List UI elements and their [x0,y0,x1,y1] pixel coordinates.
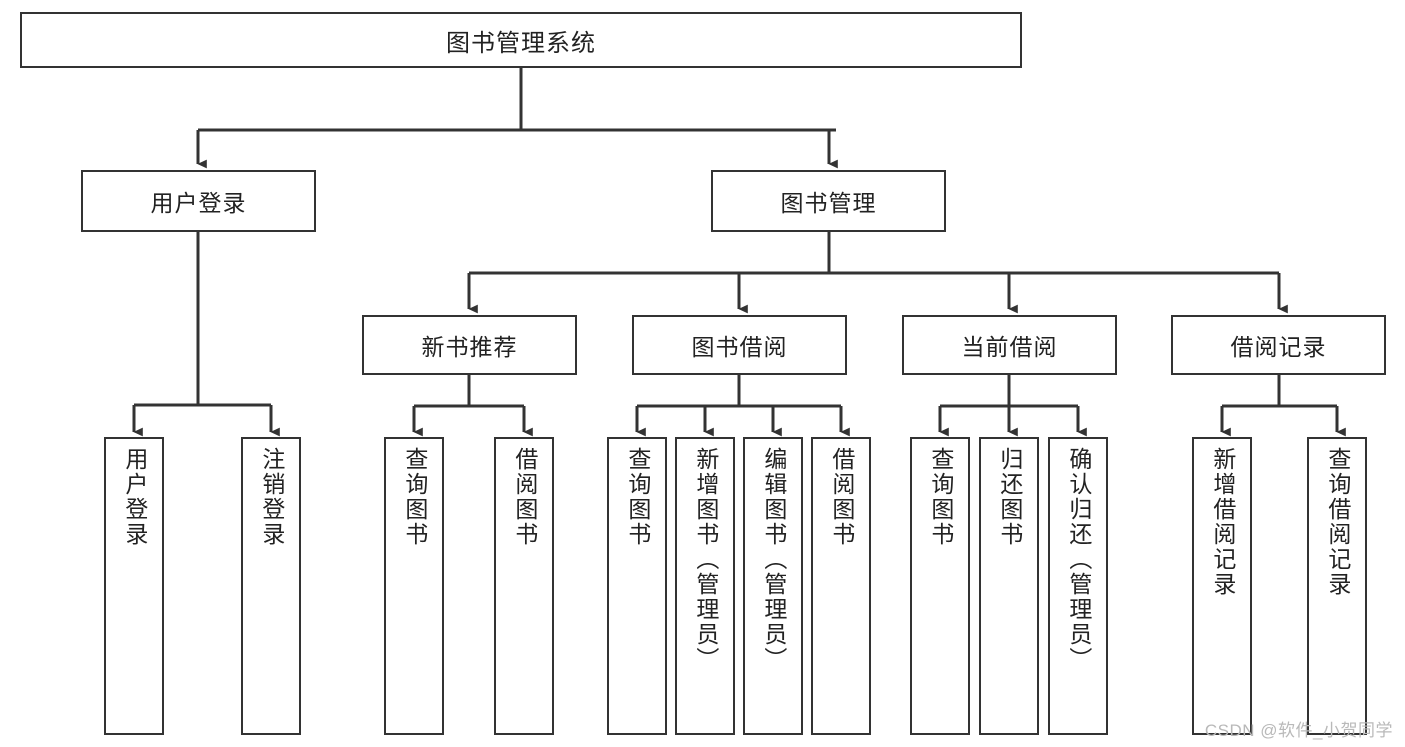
node-label: 用户登录 [121,447,148,547]
csdn-watermark: CSDN @软件_小贺同学 [1204,721,1393,740]
node-label: 图书管理系统 [446,29,596,57]
node-book-management[interactable]: 图书管理 [711,170,946,232]
node-label: 图书管理 [780,190,877,216]
node-root-book-management-system[interactable]: 图书管理系统 [20,12,1022,68]
node-label: 查询图书 [624,447,651,547]
leaf-record-query-borrow-record[interactable]: 查询借阅记录 [1307,437,1367,735]
node-label: 新增借阅记录 [1209,447,1236,597]
node-label: 确认归还（管理员） [1065,447,1092,672]
leaf-record-add-borrow-record[interactable]: 新增借阅记录 [1192,437,1252,735]
node-label: 查询借阅记录 [1324,447,1351,597]
leaf-borrow-query-book[interactable]: 查询图书 [607,437,667,735]
leaf-recommend-query-book[interactable]: 查询图书 [384,437,444,735]
node-book-borrow[interactable]: 图书借阅 [632,315,847,375]
leaf-borrow-add-book-admin[interactable]: 新增图书（管理员） [675,437,735,735]
leaf-current-query-book[interactable]: 查询图书 [910,437,970,735]
node-label: 借阅记录 [1230,334,1327,360]
node-label: 新书推荐 [421,334,518,360]
node-label: 借阅图书 [511,447,538,547]
leaf-user-logout[interactable]: 注销登录 [241,437,301,735]
leaf-borrow-edit-book-admin[interactable]: 编辑图书（管理员） [743,437,803,735]
node-borrow-record[interactable]: 借阅记录 [1171,315,1386,375]
node-label: 用户登录 [150,190,247,216]
node-label: 归还图书 [996,447,1023,547]
node-label: 当前借阅 [961,334,1058,360]
node-label: 注销登录 [258,447,285,547]
node-label: 查询图书 [927,447,954,547]
node-label: 编辑图书（管理员） [760,447,787,672]
leaf-borrow-borrow-book[interactable]: 借阅图书 [811,437,871,735]
node-label: 借阅图书 [828,447,855,547]
node-label: 图书借阅 [691,334,788,360]
connector-lines [132,68,1346,437]
node-current-borrow[interactable]: 当前借阅 [902,315,1117,375]
node-label: 新增图书（管理员） [692,447,719,672]
node-new-book-recommend[interactable]: 新书推荐 [362,315,577,375]
node-label: 查询图书 [401,447,428,547]
leaf-current-return-book[interactable]: 归还图书 [979,437,1039,735]
leaf-user-login[interactable]: 用户登录 [104,437,164,735]
leaf-recommend-borrow-book[interactable]: 借阅图书 [494,437,554,735]
leaf-current-confirm-return-admin[interactable]: 确认归还（管理员） [1048,437,1108,735]
node-user-login[interactable]: 用户登录 [81,170,316,232]
